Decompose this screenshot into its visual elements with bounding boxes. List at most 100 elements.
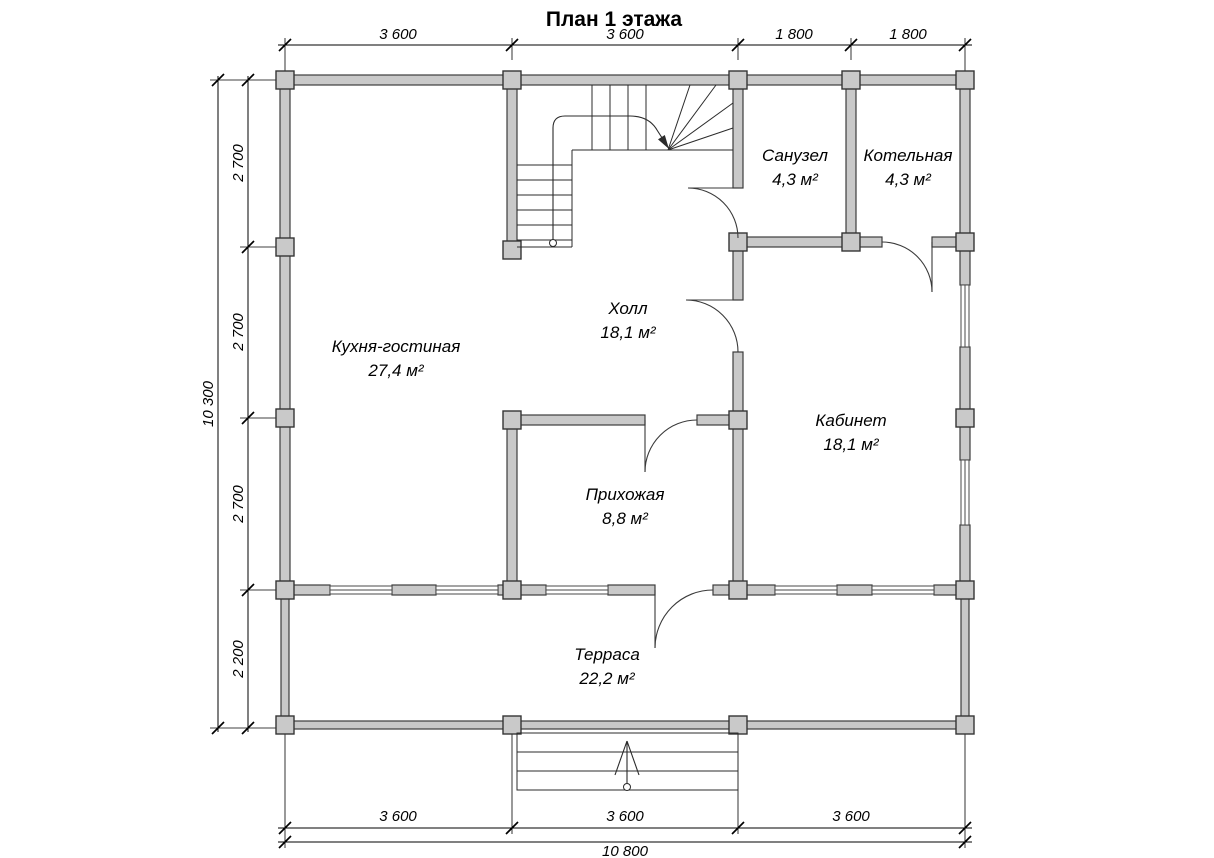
dim-tick [505, 821, 519, 835]
dim-left-4: 2 200 [230, 640, 247, 679]
dim-tick [958, 835, 972, 849]
plan-title: План 1 этажа [546, 8, 683, 31]
dim-tick [211, 73, 225, 87]
dim-tick [278, 835, 292, 849]
staircase [517, 84, 734, 248]
room-label-entry: Прихожая [586, 485, 665, 504]
dim-top-2: 3 600 [606, 26, 644, 43]
post [955, 70, 975, 90]
wall-segment [391, 584, 437, 596]
wall-segment [959, 74, 971, 286]
dim-left-total: 10 300 [200, 380, 217, 427]
wall-segment [959, 346, 971, 461]
post [502, 580, 522, 600]
room-label-hall: Холл [607, 299, 648, 318]
dim-top-1: 3 600 [379, 26, 417, 43]
room-area-boiler: 4,3 м² [885, 170, 932, 189]
room-area-entry: 8,8 м² [602, 509, 649, 528]
post [502, 410, 522, 430]
room-labels: Кухня-гостиная 27,4 м² Холл 18,1 м² Сану… [332, 146, 953, 688]
dim-tick [278, 821, 292, 835]
dim-tick [731, 821, 745, 835]
wall-segment [506, 414, 518, 586]
post [728, 715, 748, 735]
dim-left-3: 2 700 [230, 485, 247, 524]
post [275, 237, 295, 257]
wall-segment [742, 236, 883, 248]
wall-segment [506, 74, 518, 256]
doors [644, 187, 933, 649]
wall-segment [732, 351, 744, 586]
dim-top-3: 1 800 [775, 26, 813, 43]
door-arc [881, 241, 933, 293]
wall-segment [516, 414, 646, 426]
room-area-bathroom: 4,3 м² [772, 170, 819, 189]
dim-tick [278, 38, 292, 52]
post [502, 715, 522, 735]
post [841, 70, 861, 90]
room-label-bathroom: Санузел [762, 146, 828, 165]
dim-tick [731, 38, 745, 52]
room-label-kitchen: Кухня-гостиная [332, 337, 461, 356]
post [955, 580, 975, 600]
post [728, 580, 748, 600]
post [955, 232, 975, 252]
wall-segment [836, 584, 873, 596]
room-label-boiler: Котельная [864, 146, 953, 165]
dim-tick [505, 38, 519, 52]
dim-bottom-total: 10 800 [602, 843, 649, 858]
dim-tick [958, 821, 972, 835]
post [955, 715, 975, 735]
terrace-steps [516, 732, 739, 791]
entry-arrow-icon [614, 740, 628, 776]
stair-start-marker [549, 239, 557, 247]
dim-tick [241, 73, 255, 87]
posts [275, 70, 975, 735]
wall-segment [845, 74, 857, 238]
stair-winder [667, 127, 734, 151]
walls [279, 74, 971, 730]
door-arc [644, 419, 698, 473]
stair-winder [667, 84, 691, 151]
dim-bottom-1: 3 600 [379, 808, 417, 825]
door-arc [685, 299, 739, 353]
terrace-rail [280, 594, 290, 722]
room-area-study: 18,1 м² [823, 435, 879, 454]
wall-segment [696, 414, 734, 426]
room-label-study: Кабинет [815, 411, 886, 430]
wall-segment [732, 74, 744, 189]
post [502, 240, 522, 260]
wall-segment [279, 74, 291, 596]
dim-tick [844, 38, 858, 52]
dim-tick [241, 240, 255, 254]
room-label-terrace: Терраса [574, 645, 640, 664]
dim-tick [241, 411, 255, 425]
stair-walking-line [552, 115, 667, 241]
terrace-rail [280, 720, 970, 730]
dim-left-2: 2 700 [230, 313, 247, 352]
stair-arrow-icon [658, 135, 669, 149]
entry-arrow-icon [626, 740, 640, 776]
dim-tick [211, 721, 225, 735]
wall-segment [607, 584, 656, 596]
post [275, 408, 295, 428]
dim-tick [241, 583, 255, 597]
room-area-terrace: 22,2 м² [578, 669, 635, 688]
dim-left-1: 2 700 [230, 144, 247, 183]
post [502, 70, 522, 90]
post [728, 70, 748, 90]
room-area-hall: 18,1 м² [600, 323, 656, 342]
stair-winder [667, 102, 734, 151]
post [955, 408, 975, 428]
dim-tick [958, 38, 972, 52]
post [728, 410, 748, 430]
entry-start-marker [623, 783, 631, 791]
wall-segment [279, 74, 971, 86]
dim-bottom-2: 3 600 [606, 808, 644, 825]
terrace-rail [960, 594, 970, 722]
post [275, 70, 295, 90]
post [275, 580, 295, 600]
dim-bottom-3: 3 600 [832, 808, 870, 825]
